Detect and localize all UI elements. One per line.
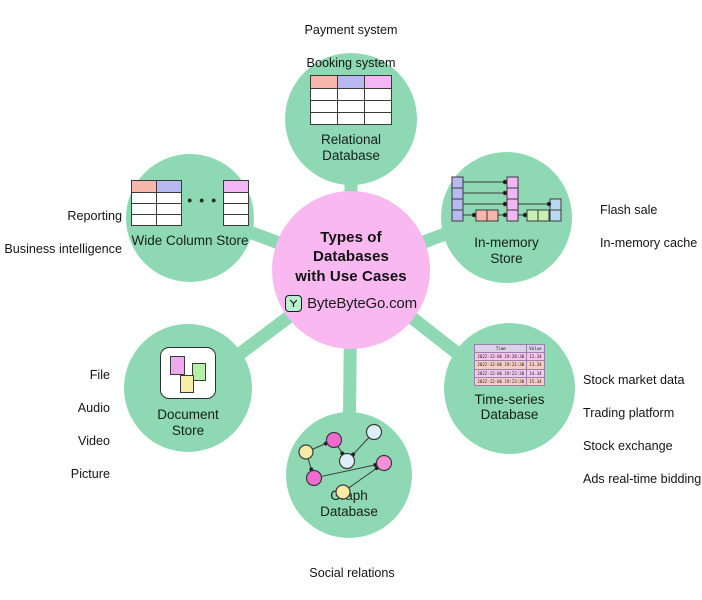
ts-cell: 15.34 <box>526 376 545 386</box>
wide-column-grid-icon: • • • <box>131 180 249 226</box>
document-magenta <box>170 356 185 375</box>
ts-header-cell: Value <box>526 343 545 354</box>
bytebytego-logo-icon <box>285 295 303 313</box>
ts-cell: 12.34 <box>526 352 545 362</box>
caption-social-relations: Social relations Anti-money laundering M… <box>289 566 415 600</box>
caption-flash-sale: Flash sale In-memory cache <box>600 203 698 251</box>
document-yellow <box>180 375 194 393</box>
bytebytego-logo-text: ByteByteGo.com <box>307 295 417 313</box>
document-green <box>192 363 206 381</box>
node-label-graph: Graph Database <box>320 488 378 519</box>
ts-cell: 2022-12-06 19:21:30 <box>474 360 528 370</box>
ts-cell: 2022-12-06 19:20:30 <box>474 352 528 362</box>
node-label-time-series: Time-series Database <box>474 391 545 423</box>
node-graph-database[interactable]: Graph Database <box>286 412 412 538</box>
node-document-store[interactable]: Document Store <box>124 324 252 452</box>
ts-cell: 13.34 <box>526 360 545 370</box>
hash-table-linked-list-icon <box>451 176 563 231</box>
node-label-document: Document Store <box>157 407 219 438</box>
ts-header-cell: Time <box>474 343 528 354</box>
hub-types-of-databases[interactable]: Types of Databases with Use Cases ByteBy… <box>272 191 430 349</box>
ts-cell: 2022-12-06 19:23:30 <box>474 376 528 386</box>
caption-payment-booking: Payment system Booking system <box>304 23 398 71</box>
caption-file-audio-video: File Audio Video Picture <box>70 368 110 481</box>
bytebytego-logo: ByteByteGo.com <box>285 295 417 313</box>
documents-icon <box>160 347 216 399</box>
node-label-relational: Relational Database <box>320 132 382 163</box>
node-in-memory-store[interactable]: In-memory Store <box>441 152 572 283</box>
ellipsis-icon: • • • <box>187 192 218 208</box>
ts-cell: 2022-12-06 19:22:30 <box>474 368 528 378</box>
caption-stock-market: Stock market data Trading platform Stock… <box>583 373 702 486</box>
hub-title: Types of Databases with Use Cases <box>295 228 407 285</box>
node-wide-column-store[interactable]: • • • Wide Column Store <box>126 154 254 282</box>
caption-reporting-bi: Reporting Business intelligence <box>4 209 122 257</box>
table-grid-icon <box>310 75 392 125</box>
ts-cell: 14.34 <box>526 368 545 378</box>
node-label-wide-column: Wide Column Store <box>131 233 249 248</box>
node-relational-database[interactable]: Relational Database <box>285 53 417 185</box>
node-label-in-memory: In-memory Store <box>474 235 539 266</box>
